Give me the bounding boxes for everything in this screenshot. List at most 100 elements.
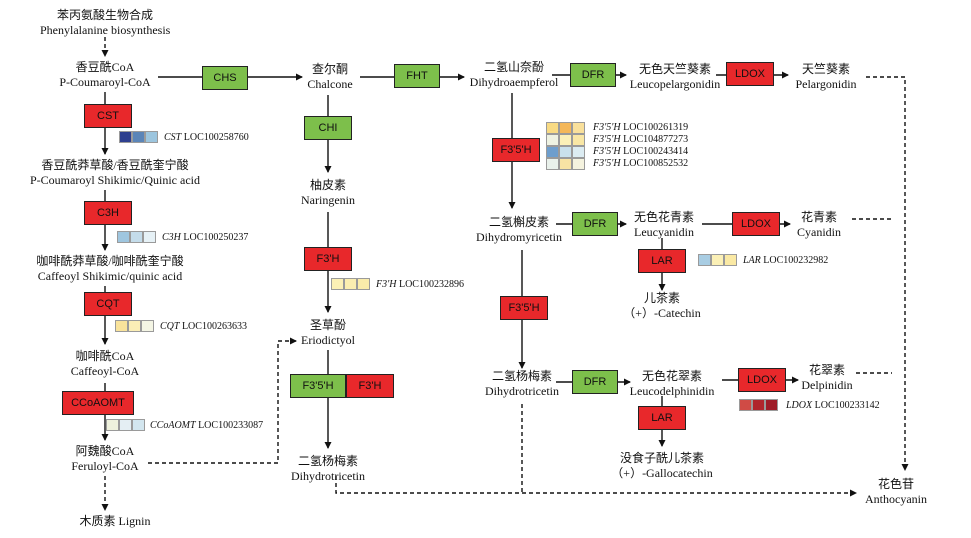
heatmap-f35h-group — [546, 122, 585, 170]
compound-anthocyanin-en: Anthocyanin — [865, 492, 927, 506]
heatmap-ccoaomt — [106, 419, 145, 431]
compound-gallocatechin: 没食子酰儿茶素 （+）-Gallocatechin — [600, 451, 724, 481]
heatmap-cell — [559, 122, 572, 134]
gene-locus-f3h: LOC100232896 — [396, 279, 464, 290]
enzyme-f35h-b: F3'5'H — [492, 138, 540, 162]
gene-symbol-ldox: LDOX — [786, 400, 813, 411]
compound-dihydromyricetin-cn: 二氢槲皮素 — [488, 215, 549, 229]
gene-label-f3h: F3'H LOC100232896 — [376, 279, 464, 291]
compound-catechin-cn: 儿茶素 — [643, 291, 680, 305]
gene-label-cst: CST LOC100258760 — [164, 132, 249, 144]
enzyme-cqt: CQT — [84, 292, 132, 316]
compound-eriodictyol-cn: 圣草酚 — [309, 318, 346, 332]
heatmap-cell — [711, 254, 724, 266]
heatmap-cell — [357, 278, 370, 290]
compound-p-coumaroyl-shikimic-cn: 香豆酰莽草酸/香豆酰奎宁酸 — [41, 158, 189, 172]
compound-dihydromyricetin-en: Dihydromyricetin — [476, 230, 562, 244]
gene-locus-cqt: LOC100263633 — [179, 321, 247, 332]
compound-caffeoyl-coa: 咖啡酰CoA Caffeoyl-CoA — [55, 349, 155, 379]
heatmap-cell — [559, 134, 572, 146]
heatmap-cell — [141, 320, 154, 332]
enzyme-f3h-b: F3'H — [346, 374, 394, 398]
heatmap-row-2 — [546, 134, 585, 146]
compound-gallocatechin-en: （+）-Gallocatechin — [611, 466, 713, 480]
heatmap-c3h — [117, 231, 156, 243]
compound-catechin-en: （+）-Catechin — [623, 306, 701, 320]
enzyme-cst: CST — [84, 104, 132, 128]
compound-dihydrotricetin-left-en: Dihydrotricetin — [291, 469, 365, 483]
enzyme-c3h: C3H — [84, 201, 132, 225]
heatmap-cell — [145, 131, 158, 143]
gene-labels-f35h-group: F3'5'H LOC100261319 F3'5'H LOC104877273 … — [593, 122, 688, 170]
compound-chalcone-en: Chalcone — [307, 77, 353, 91]
heatmap-cell — [143, 231, 156, 243]
edge-pelargonidin-to-anthocyanin — [866, 76, 909, 471]
gene-locus-c3h: LOC100250237 — [180, 232, 249, 243]
heatmap-row — [117, 231, 156, 243]
compound-caffeoyl-shikimic-cn: 咖啡酰莽草酸/咖啡酰奎宁酸 — [36, 254, 184, 268]
compound-caffeoyl-coa-cn: 咖啡酰CoA — [75, 349, 135, 363]
heatmap-cell — [765, 399, 778, 411]
gene-label-f35h-1: F3'5'H LOC100261319 — [593, 122, 688, 134]
gene-label-lar: LAR LOC100232982 — [743, 255, 828, 267]
heatmap-cell — [132, 419, 145, 431]
gene-locus-f35h-1: LOC100261319 — [620, 122, 689, 133]
gene-label-ldox: LDOX LOC100233142 — [786, 400, 880, 412]
compound-gallocatechin-cn: 没食子酰儿茶素 — [619, 451, 704, 465]
heatmap-cell — [546, 122, 559, 134]
enzyme-fht: FHT — [394, 64, 440, 88]
compound-feruloyl-coa-cn: 阿魏酸CoA — [75, 444, 135, 458]
gene-locus-lar: LOC100232982 — [760, 255, 829, 266]
heatmap-cell — [119, 419, 132, 431]
heatmap-cqt — [115, 320, 154, 332]
compound-catechin: 儿茶素 （+）-Catechin — [610, 291, 714, 321]
compound-dihydromyricetin: 二氢槲皮素 Dihydromyricetin — [464, 215, 574, 245]
heatmap-cell — [117, 231, 130, 243]
compound-phenylalanine-cn: 苯丙氨酸生物合成 — [56, 8, 153, 22]
enzyme-ldox-c: LDOX — [738, 368, 786, 392]
compound-delpinidin-en: Delpinidin — [801, 378, 853, 392]
compound-p-coumaroyl-coa: 香豆酰CoA P-Coumaroyl-CoA — [45, 60, 165, 90]
heatmap-row-4 — [546, 158, 585, 170]
heatmap-cell — [128, 320, 141, 332]
compound-dihydrotricetin-mid-cn: 二氢杨梅素 — [491, 369, 552, 383]
gene-label-f35h-4: F3'5'H LOC100852532 — [593, 158, 688, 170]
heatmap-cell — [130, 231, 143, 243]
gene-locus-ccoaomt: LOC100233087 — [195, 420, 264, 431]
enzyme-chs: CHS — [202, 66, 248, 90]
enzyme-dfr-a: DFR — [570, 63, 616, 87]
heatmap-ldox — [739, 399, 778, 411]
edge-dihydrotricetin-left-to-anthocyanin — [335, 476, 857, 497]
enzyme-dfr-c: DFR — [572, 370, 618, 394]
compound-p-coumaroyl-coa-cn: 香豆酰CoA — [75, 60, 135, 74]
enzyme-f35h-c: F3'5'H — [500, 296, 548, 320]
heatmap-row — [106, 419, 145, 431]
compound-leucopelargonidin: 无色天竺葵素 Leucopelargonidin — [622, 62, 728, 92]
heatmap-row — [119, 131, 158, 143]
gene-symbol-lar: LAR — [743, 255, 761, 266]
compound-leucyanidin-cn: 无色花青素 — [633, 210, 694, 224]
heatmap-row-1 — [546, 122, 585, 134]
gene-locus-f35h-2: LOC104877273 — [620, 134, 689, 145]
gene-symbol-cqt: CQT — [160, 321, 180, 332]
enzyme-dfr-b: DFR — [572, 212, 618, 236]
compound-naringenin: 柚皮素 Naringenin — [293, 178, 363, 208]
heatmap-cell — [559, 146, 572, 158]
heatmap-cell — [572, 134, 585, 146]
compound-leucopelargonidin-cn: 无色天竺葵素 — [638, 62, 711, 76]
compound-chalcone-cn: 查尔酮 — [311, 62, 348, 76]
gene-symbol-cst: CST — [164, 132, 182, 143]
gene-label-f35h-3: F3'5'H LOC100243414 — [593, 146, 688, 158]
compound-eriodictyol-en: Eriodictyol — [301, 333, 355, 347]
gene-symbol-f35h-3: F3'5'H — [593, 146, 621, 157]
gene-locus-f35h-3: LOC100243414 — [620, 146, 689, 157]
compound-leucodelphinidin-cn: 无色花翠素 — [641, 369, 702, 383]
heatmap-cell — [546, 134, 559, 146]
gene-locus-ldox: LOC100233142 — [812, 400, 880, 411]
heatmap-cell — [546, 158, 559, 170]
compound-caffeoyl-coa-en: Caffeoyl-CoA — [70, 364, 140, 378]
compound-p-coumaroyl-shikimic-en: P-Coumaroyl Shikimic/Quinic acid — [30, 173, 200, 187]
gene-symbol-ccoaomt: CCoAOMT — [150, 420, 196, 431]
compound-pelargonidin: 天竺葵素 Pelargonidin — [786, 62, 866, 92]
enzyme-lar-b: LAR — [638, 406, 686, 430]
